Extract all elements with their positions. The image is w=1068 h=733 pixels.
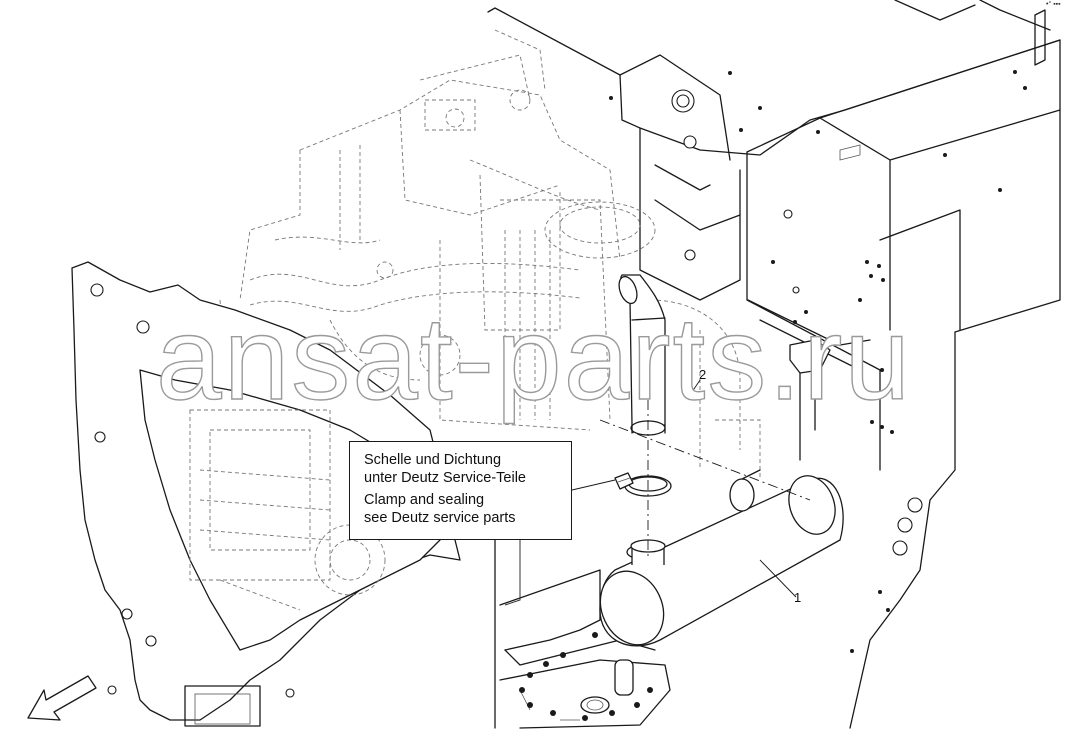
parts-note-callout: Schelle und Dichtung unter Deutz Service… [349, 441, 572, 540]
item-label-2: 2 [699, 367, 707, 382]
leader-lines [571, 379, 811, 598]
engine-assembly [219, 29, 761, 480]
rear-frame [487, 0, 1061, 729]
lower-bracket [494, 499, 671, 729]
left-side-panel [71, 261, 461, 727]
mounting-bracket [789, 339, 831, 461]
exhaust-pipe-item-2 [618, 274, 666, 436]
note-english-line-1: Clamp and sealing [364, 492, 485, 508]
direction-arrow-icon [27, 675, 97, 721]
item-label-1: 1 [794, 590, 802, 605]
muffler-item-1 [599, 469, 844, 647]
note-german-line-1: Schelle und Dichtung [364, 452, 502, 468]
clamp [614, 472, 672, 497]
corner-mark: •° ▪▪▪ [1046, 1, 1061, 8]
note-german-line-2: unter Deutz Service-Teile [364, 470, 526, 486]
note-english-line-2: see Deutz service parts [364, 510, 516, 526]
